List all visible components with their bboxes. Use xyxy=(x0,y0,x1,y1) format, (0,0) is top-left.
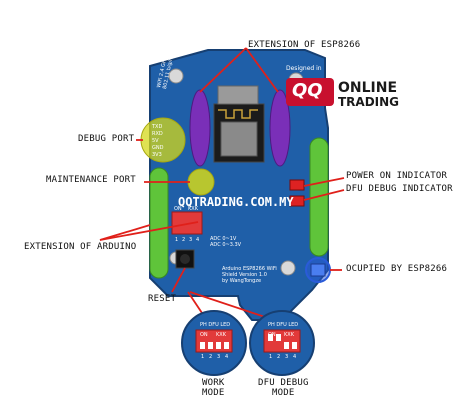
board-watermark: QQTRADING.COM.MY xyxy=(178,195,294,209)
designed-in-text: Designed in xyxy=(286,65,322,72)
work-zoom-num: 2 xyxy=(209,354,212,360)
maintenance-port-highlight xyxy=(187,168,215,196)
dfu-zoom-top-label: PH DFU LED xyxy=(268,322,298,328)
zoom-text: PH DFU LED ON KXK PH DFU LED ON KXK 1 2 … xyxy=(200,322,298,360)
occupied-pins xyxy=(310,263,326,277)
label-dfu-debug-mode: DFU DEBUG MODE xyxy=(258,378,309,398)
switch-on-text: ON xyxy=(174,206,182,212)
dfu-zoom-kxk-label: KXK xyxy=(284,332,295,338)
dfu-zoom-num: 1 xyxy=(269,354,272,360)
label-dfu-debug-indicator: DFU DEBUG INDICATOR xyxy=(346,184,453,194)
dfu-zoom-num: 3 xyxy=(285,354,288,360)
dfu-zoom-num: 2 xyxy=(277,354,280,360)
debug-pin-label: TXD xyxy=(151,124,162,130)
work-zoom-num: 1 xyxy=(201,354,204,360)
label-extension-esp8266: EXTENSION OF ESP8266 xyxy=(248,40,361,50)
label-maintenance-port: MAINTENANCE PORT xyxy=(46,175,136,185)
dfu-debug-led xyxy=(289,195,305,207)
power-on-led xyxy=(289,179,305,191)
label-reset: RESET xyxy=(148,294,177,304)
label-work-mode: WORK MODE xyxy=(202,378,225,398)
work-zoom-top-label: PH DFU LED xyxy=(200,322,230,328)
label-occupied-esp8266: OCUPIED BY ESP8266 xyxy=(346,264,448,274)
arduino-header-left xyxy=(149,167,169,279)
debug-pin-label: RXD xyxy=(152,131,163,137)
qq-logo-badge xyxy=(286,78,334,106)
work-zoom-on-label: ON xyxy=(200,332,208,338)
reset-button-cap xyxy=(180,254,190,264)
switch-kxk-text: KXK xyxy=(188,206,199,212)
switch-number: 3 xyxy=(189,237,192,243)
esp8266-shield-can xyxy=(220,121,258,157)
work-zoom-num: 3 xyxy=(217,354,220,360)
label-extension-arduino: EXTENSION OF ARDUINO xyxy=(24,242,137,252)
debug-port-highlight xyxy=(140,117,186,163)
label-debug-port: DEBUG PORT xyxy=(78,134,135,144)
mount-hole xyxy=(168,68,184,84)
esp8266-antenna xyxy=(218,109,258,119)
switch-number-labels: 1 2 3 4 xyxy=(175,237,199,243)
brand-line-online: ONLINE xyxy=(338,80,398,96)
esp8266-extension-right xyxy=(269,89,291,167)
debug-pin-label: 3V3 xyxy=(152,152,162,158)
brand-line-trading: TRADING xyxy=(338,95,400,109)
dip-switch-onboard xyxy=(171,211,203,235)
label-power-on-indicator: POWER ON INDICATOR xyxy=(346,171,448,181)
switch-levers xyxy=(200,334,297,349)
work-zoom-kxk-label: KXK xyxy=(216,332,227,338)
switch-number: 4 xyxy=(196,237,199,243)
dfu-zoom-on-label: ON xyxy=(268,332,276,338)
debug-pin-label: 5V xyxy=(152,138,159,144)
dfu-zoom-num: 4 xyxy=(293,354,296,360)
switch-number: 1 xyxy=(175,237,178,243)
mount-hole xyxy=(280,260,296,276)
esp8266-extension-left xyxy=(189,89,211,167)
debug-pin-labels: TXD RXD 5V GND 3V3 xyxy=(151,124,164,158)
wifi-antenna-chip xyxy=(217,85,259,105)
work-zoom-num: 4 xyxy=(225,354,228,360)
switch-number: 2 xyxy=(182,237,185,243)
logo-letters: QQ xyxy=(292,80,323,101)
debug-pin-label: GND xyxy=(152,145,164,151)
